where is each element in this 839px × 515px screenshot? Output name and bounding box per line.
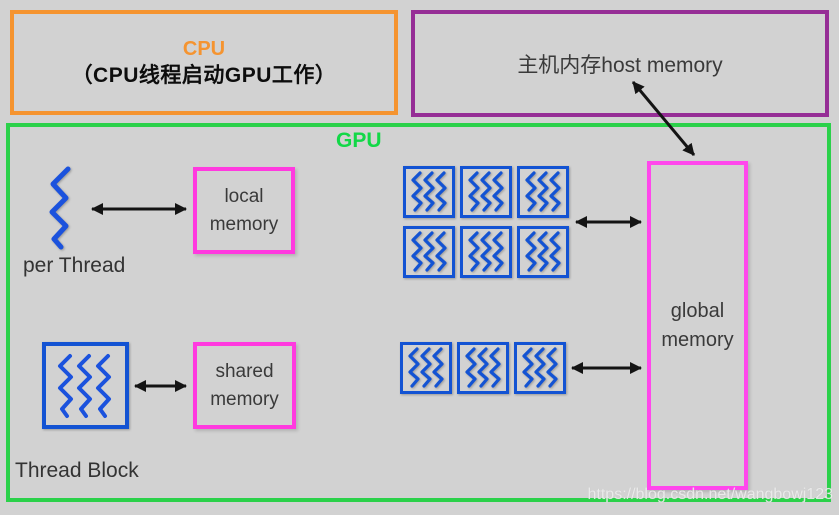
thread-cluster-box bbox=[457, 342, 509, 394]
thread-cluster-box bbox=[403, 226, 455, 278]
cpu-subtitle: （CPU线程启动GPU工作） bbox=[71, 63, 337, 87]
cpu-title: CPU bbox=[182, 37, 226, 60]
thread-cluster-grid-bottom bbox=[400, 342, 566, 394]
per-thread-icon bbox=[49, 166, 71, 250]
local-memory-box: local memory bbox=[193, 167, 295, 254]
thread-squiggles-icon bbox=[522, 347, 558, 388]
thread-squiggles-icon bbox=[465, 347, 501, 388]
shared-memory-label: shared memory bbox=[210, 360, 279, 410]
host-memory-box: 主机内存host memory bbox=[411, 10, 829, 117]
per-thread-label: per Thread bbox=[23, 254, 126, 277]
global-memory-box: global memory bbox=[647, 161, 748, 490]
gpu-label: GPU bbox=[336, 129, 382, 152]
thread-cluster-box bbox=[514, 342, 566, 394]
thread-cluster-box bbox=[460, 166, 512, 218]
thread-block-squiggles-icon bbox=[57, 353, 111, 418]
thread-squiggles-icon bbox=[525, 171, 561, 212]
watermark-text: https://blog.csdn.net/wangbowj123 bbox=[587, 486, 834, 503]
global-memory-label: global memory bbox=[661, 299, 734, 351]
thread-block-box bbox=[42, 342, 129, 429]
gpu-box bbox=[6, 123, 831, 502]
thread-squiggles-icon bbox=[468, 231, 504, 272]
thread-cluster-box bbox=[517, 166, 569, 218]
thread-cluster-box bbox=[400, 342, 452, 394]
thread-block-label: Thread Block bbox=[15, 459, 139, 482]
host-memory-label: 主机内存host memory bbox=[517, 53, 723, 77]
local-memory-label: local memory bbox=[209, 185, 279, 235]
thread-cluster-box bbox=[403, 166, 455, 218]
thread-cluster-grid-top bbox=[403, 166, 569, 278]
thread-cluster-box bbox=[460, 226, 512, 278]
shared-memory-box: shared memory bbox=[193, 342, 296, 429]
thread-squiggles-icon bbox=[408, 347, 444, 388]
thread-squiggles-icon bbox=[411, 171, 447, 212]
thread-squiggles-icon bbox=[411, 231, 447, 272]
cpu-box: CPU （CPU线程启动GPU工作） bbox=[10, 10, 398, 115]
thread-squiggles-icon bbox=[525, 231, 561, 272]
thread-squiggles-icon bbox=[468, 171, 504, 212]
thread-cluster-box bbox=[517, 226, 569, 278]
